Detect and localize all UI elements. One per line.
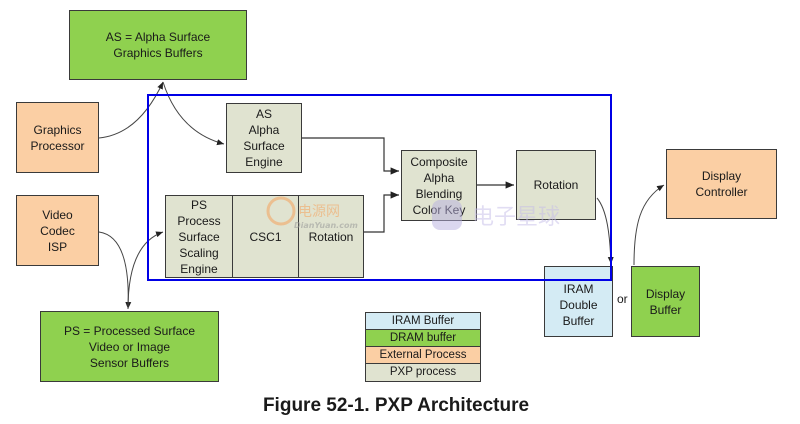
rotation-ps-node: Rotation: [298, 195, 364, 278]
or-label: or: [617, 292, 628, 306]
legend-item-dram: DRAM buffer: [366, 330, 480, 347]
rotation-out-node: Rotation: [516, 150, 596, 220]
arrow-display-buffer-to-controller: [633, 184, 665, 266]
arrow-rotation-to-iram: [596, 197, 614, 265]
csc1-node: CSC1: [232, 195, 299, 278]
arrow-as-buffers-to-as-engine: [162, 81, 225, 146]
arrow-as-engine-to-composite: [302, 137, 399, 175]
legend-item-iram: IRAM Buffer: [366, 313, 480, 330]
arrow-ps-buffers-to-ps-engine: [127, 231, 164, 310]
legend: IRAM Buffer DRAM buffer External Process…: [365, 312, 481, 382]
figure-caption: Figure 52-1. PXP Architecture: [0, 395, 800, 417]
caption-text: Figure 52-1. PXP Architecture: [262, 395, 530, 416]
video-codec-node: Video Codec ISP: [16, 195, 99, 266]
composite-node: Composite Alpha Blending Color Key: [401, 150, 477, 221]
arrow-video-to-ps-buffers: [98, 231, 132, 310]
legend-item-pxp: PXP process: [366, 364, 480, 381]
as-engine-node: AS Alpha Surface Engine: [226, 103, 302, 173]
iram-double-buffer-node: IRAM Double Buffer: [544, 266, 613, 337]
arrow-rotation-to-composite: [364, 191, 399, 233]
display-controller-node: Display Controller: [666, 149, 777, 219]
as-buffers-node: AS = Alpha Surface Graphics Buffers: [69, 10, 247, 80]
ps-engine-node: PS Process Surface Scaling Engine: [165, 195, 233, 278]
arrow-graphics-to-as-buffers: [98, 81, 164, 139]
graphics-processor-node: Graphics Processor: [16, 102, 99, 173]
display-buffer-node: Display Buffer: [631, 266, 700, 337]
ps-buffers-node: PS = Processed Surface Video or Image Se…: [40, 311, 219, 382]
legend-item-external: External Process: [366, 347, 480, 364]
